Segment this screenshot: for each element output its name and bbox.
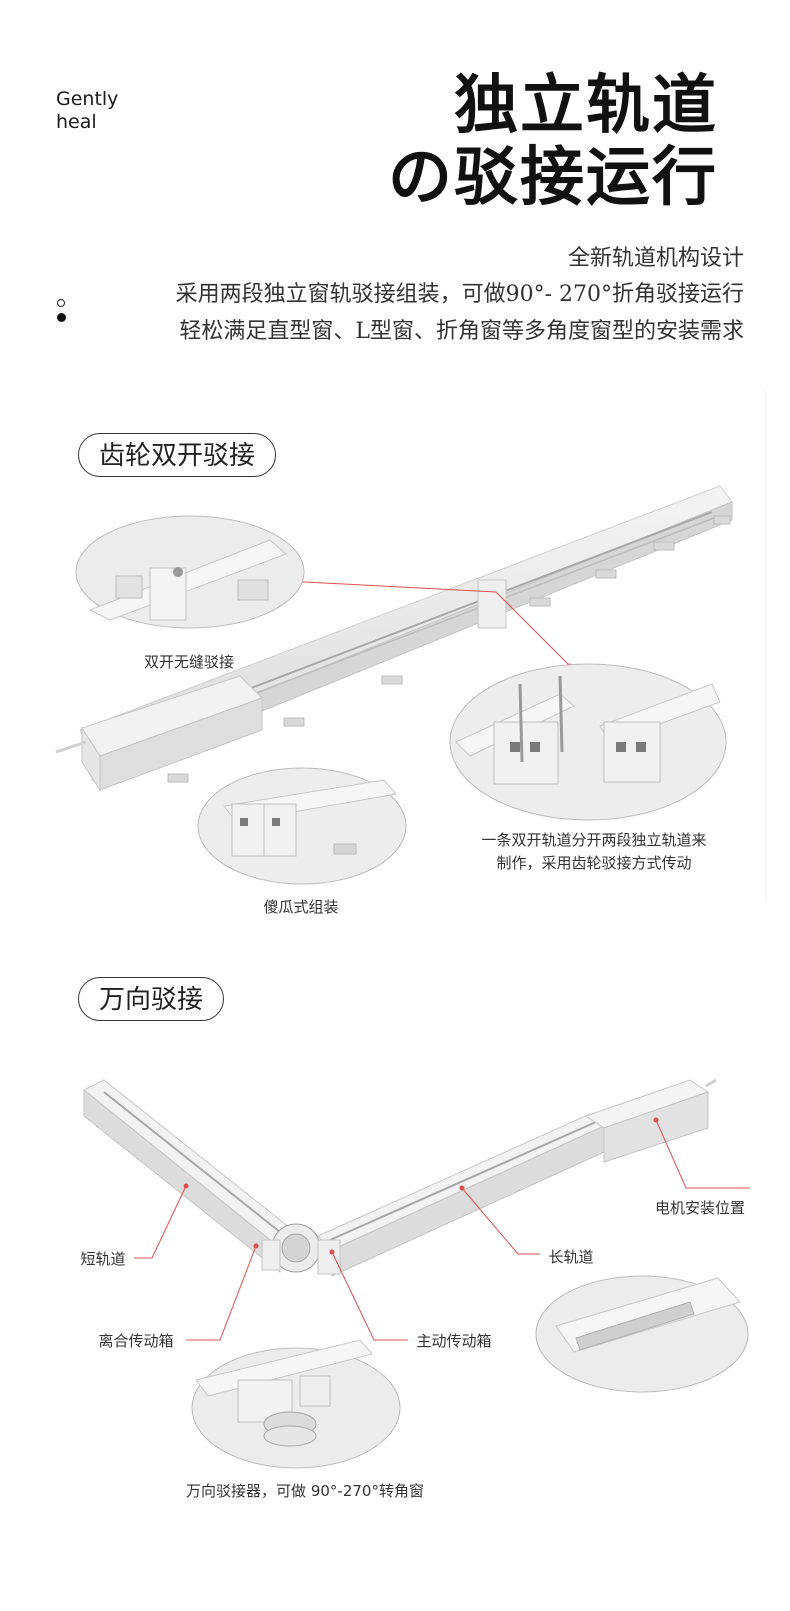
gear-rail-illustration — [55, 485, 733, 885]
intro-line-3: 轻松满足直型窗、L型窗、折角窗等多角度窗型的安装需求 — [179, 319, 744, 344]
caption-split-line-1: 一条双开轨道分开两段独立轨道来 — [481, 831, 707, 849]
intro-line-1: 全新轨道机构设计 — [567, 246, 744, 271]
section-label-gear: 齿轮双开驳接 — [78, 433, 277, 477]
hollow-dot-icon — [57, 299, 65, 307]
universal-joint-illustration — [83, 1078, 750, 1469]
brand-line-2: heal — [56, 111, 97, 133]
brand-line-1: Gently — [56, 88, 119, 110]
section-label-universal: 万向驳接 — [78, 977, 225, 1021]
filled-dot-icon — [57, 313, 66, 322]
divider — [765, 390, 766, 900]
caption-split-line-2: 制作，采用齿轮驳接方式传动 — [496, 854, 692, 872]
caption-short-rail: 短轨道 — [80, 1250, 126, 1268]
title-line-2: の驳接运行 — [388, 140, 718, 215]
intro-line-2: 采用两段独立窗轨驳接组装，可做90°- 270°折角驳接运行 — [175, 282, 744, 307]
caption-drive-box: 主动传动箱 — [416, 1332, 492, 1350]
caption-clutch-box: 离合传动箱 — [98, 1332, 174, 1350]
caption-easy-assembly: 傻瓜式组装 — [263, 898, 339, 916]
brand-text: Gently heal — [56, 88, 118, 134]
caption-long-rail: 长轨道 — [548, 1248, 594, 1266]
caption-motor-position: 电机安装位置 — [654, 1199, 745, 1217]
page-title: 独立轨道 の驳接运行 — [388, 70, 718, 214]
title-line-1: 独立轨道 — [454, 68, 718, 143]
caption-universal-connector: 万向驳接器，可做 90°-270°转角窗 — [186, 1482, 424, 1500]
caption-seamless-joint: 双开无缝驳接 — [143, 653, 234, 671]
